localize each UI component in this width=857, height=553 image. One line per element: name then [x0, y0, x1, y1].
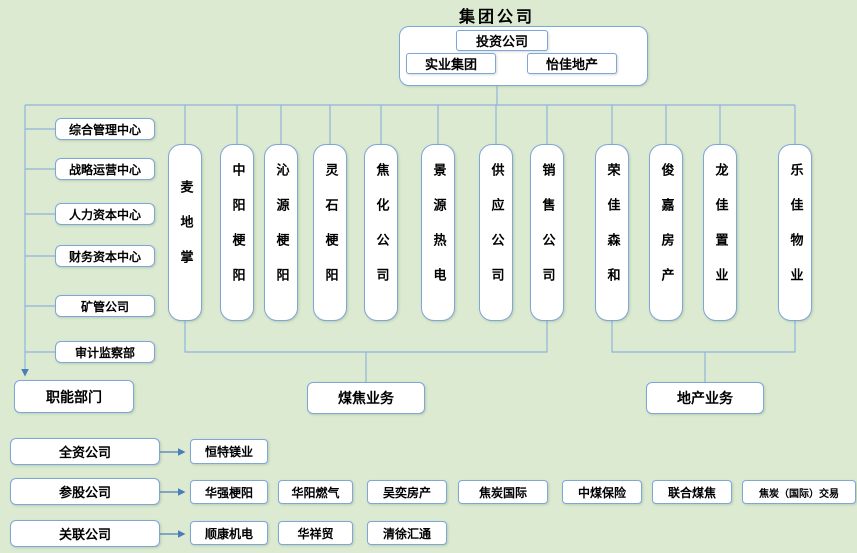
coal-company-box: 供应公司	[479, 144, 513, 321]
department-box: 财务资本中心	[55, 245, 155, 267]
estate-company-box: 荣佳森和	[595, 144, 629, 321]
coal-company-box: 景源热电	[421, 144, 455, 321]
estate-company-box: 龙佳置业	[703, 144, 737, 321]
chart-title: 集团公司	[458, 7, 535, 26]
coal-company-label: 焦化公司	[373, 162, 389, 303]
coal-company-label: 供应公司	[488, 162, 504, 303]
department-box: 综合管理中心	[55, 118, 155, 140]
coal-company-box: 灵石梗阳	[313, 144, 347, 321]
company-box: 吴奕房产	[367, 480, 447, 504]
estate-company-label: 乐佳物业	[787, 162, 803, 303]
department-box: 人力资本中心	[55, 203, 155, 225]
coal-company-label: 景源热电	[430, 162, 446, 303]
estate-company-box: 乐佳物业	[778, 144, 812, 321]
coal-company-box: 销售公司	[530, 144, 564, 321]
coal-company-box: 焦化公司	[364, 144, 398, 321]
company-box: 华阳燃气	[278, 480, 353, 504]
category-box-affiliated: 关联公司	[10, 520, 160, 547]
coal-company-label: 灵石梗阳	[322, 162, 338, 303]
company-box: 华祥贸	[278, 521, 353, 545]
coal-business-box: 煤焦业务	[307, 382, 425, 414]
company-box: 焦炭国际	[458, 480, 548, 504]
estate-business-box: 地产业务	[646, 382, 764, 414]
company-box: 焦炭（国际）交易	[742, 480, 856, 504]
coal-company-label: 销售公司	[539, 162, 555, 303]
coal-company-box: 中阳梗阳	[220, 144, 254, 321]
coal-company-box: 麦地掌	[168, 144, 202, 321]
estate-company-label: 俊嘉房产	[658, 162, 674, 303]
investment-company-box: 投资公司	[456, 30, 548, 51]
coal-company-label: 麦地掌	[177, 180, 193, 285]
category-box-wholly-owned: 全资公司	[10, 438, 160, 465]
company-box: 中煤保险	[562, 480, 642, 504]
estate-company-label: 荣佳森和	[604, 162, 620, 303]
coal-company-box: 沁源梗阳	[264, 144, 298, 321]
company-box: 恒特镁业	[190, 439, 268, 464]
department-box: 战略运营中心	[55, 158, 155, 180]
category-box-equity: 参股公司	[10, 478, 160, 505]
department-box: 审计监察部	[55, 341, 155, 363]
department-box: 矿管公司	[55, 295, 155, 317]
functional-departments-box: 职能部门	[14, 380, 134, 413]
company-box: 联合煤焦	[652, 480, 732, 504]
estate-company-box: 俊嘉房产	[649, 144, 683, 321]
company-box: 顺康机电	[190, 521, 268, 545]
estate-holding-box: 怡佳地产	[527, 53, 617, 74]
industry-group-box: 实业集团	[406, 53, 496, 74]
estate-company-label: 龙佳置业	[712, 162, 728, 303]
coal-company-label: 中阳梗阳	[229, 162, 245, 303]
company-box: 华强梗阳	[190, 480, 268, 504]
coal-company-label: 沁源梗阳	[273, 162, 289, 303]
company-box: 清徐汇通	[367, 521, 447, 545]
